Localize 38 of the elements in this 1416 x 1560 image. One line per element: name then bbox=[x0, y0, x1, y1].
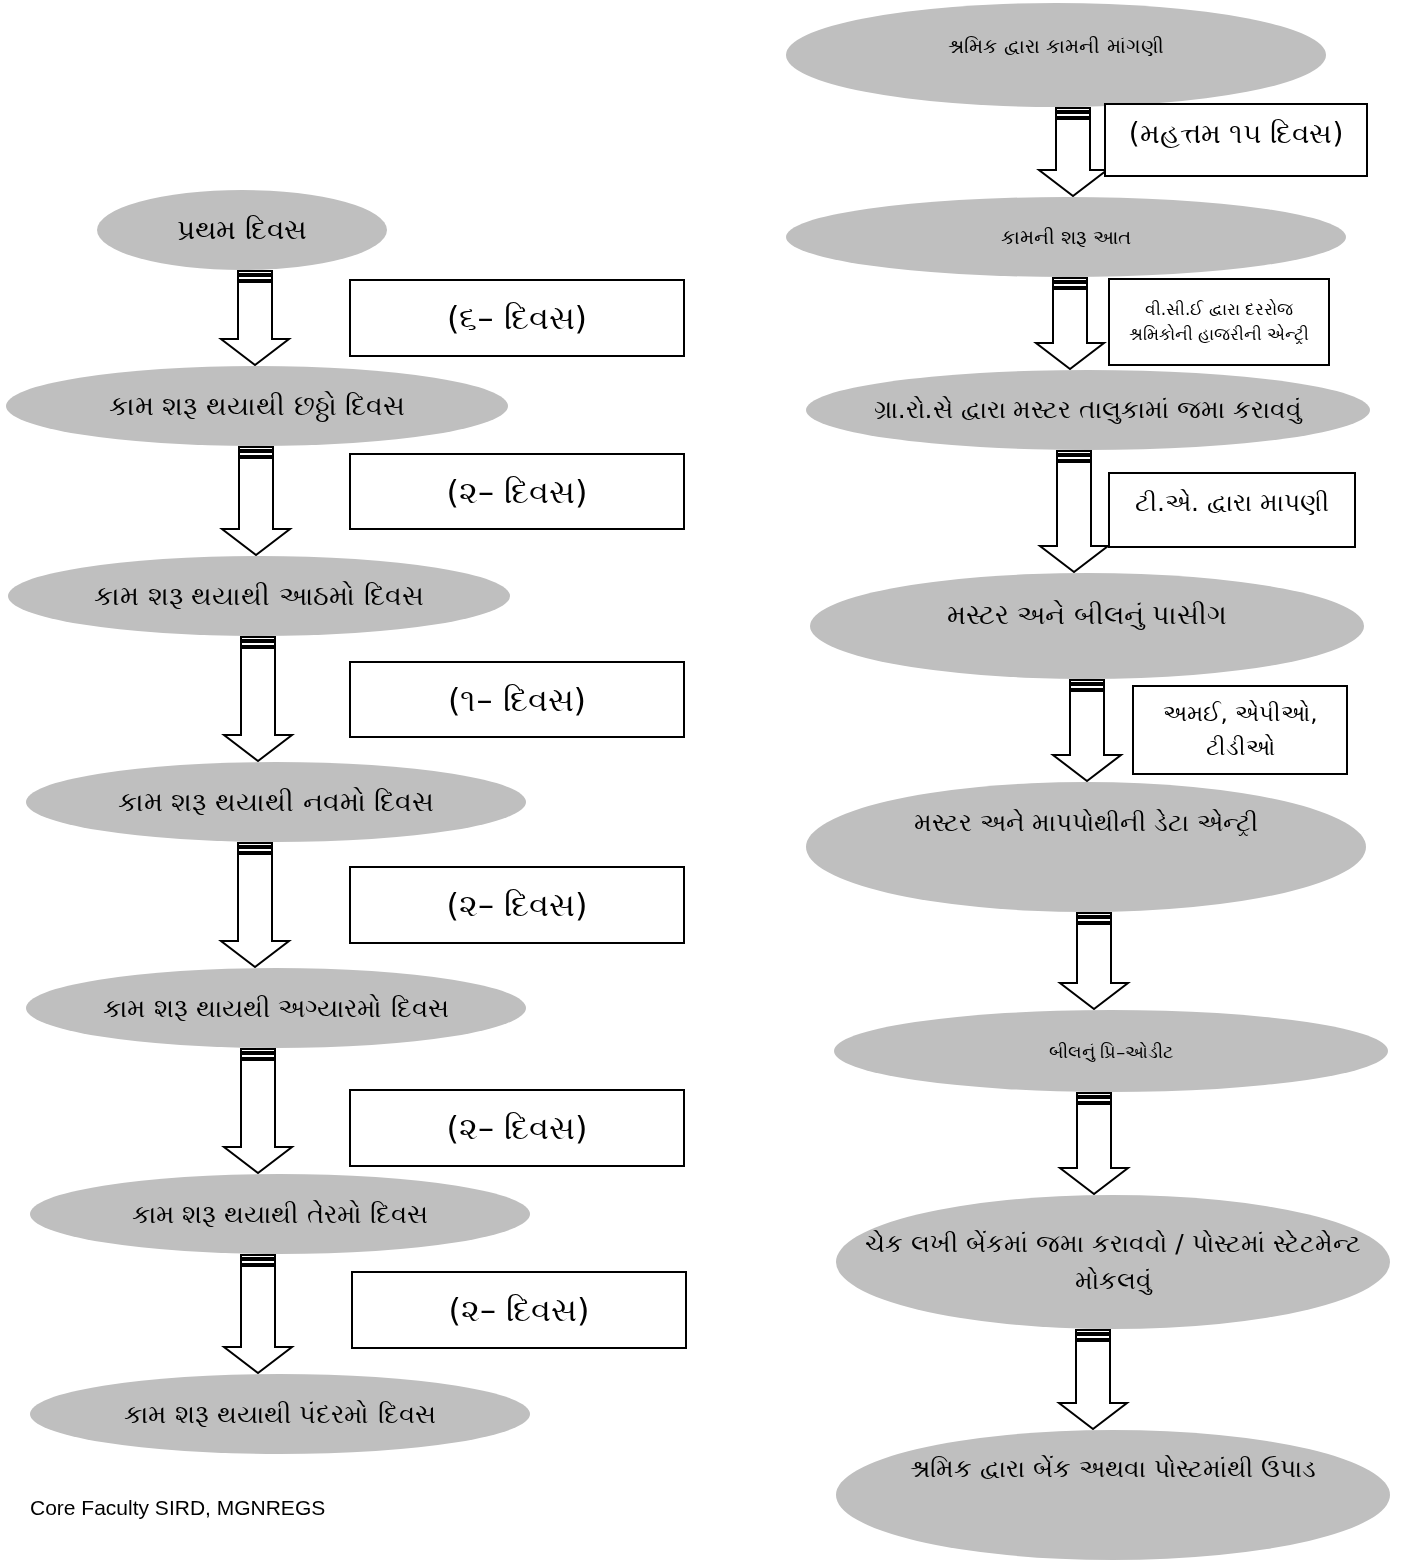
step-pill: કામ શરૂ થયાથી આઠમો દિવસ bbox=[8, 556, 510, 636]
block-arrow bbox=[1056, 1329, 1130, 1431]
footer-note: Core Faculty SIRD, MGNREGS bbox=[30, 1496, 326, 1520]
block-arrow bbox=[219, 446, 293, 557]
block-arrow bbox=[221, 1254, 295, 1375]
block-arrow bbox=[1050, 679, 1124, 783]
block-arrow bbox=[218, 270, 292, 367]
duration-box: (૬– દિવસ) bbox=[349, 279, 685, 357]
duration-box: (૨– દિવસ) bbox=[349, 1089, 685, 1167]
block-arrow bbox=[218, 842, 292, 969]
block-arrow bbox=[1057, 1092, 1131, 1196]
step-pill: કામ શરૂ થયાથી તેરમો દિવસ bbox=[30, 1174, 530, 1254]
step-pill: મસ્ટર અને માપપોથીની ડેટા એન્ટ્રી bbox=[806, 782, 1366, 912]
block-arrow bbox=[1057, 912, 1131, 1011]
step-pill: કામ શરૂ થયાથી છઠ્ઠો દિવસ bbox=[6, 366, 508, 446]
duration-box: (૨– દિવસ) bbox=[349, 866, 685, 944]
step-pill: કામની શરૂ આત bbox=[786, 197, 1346, 277]
step-pill: ચેક લખી બેંકમાં જમા કરાવવો / પોસ્ટમાં સ્ટેટમેન્ટ મોકલવું bbox=[836, 1195, 1390, 1329]
duration-box: વી.સી.ઈ દ્વારા દરરોજ શ્રમિકોની હાજરીની એન્ટ્રી bbox=[1108, 278, 1330, 366]
step-pill: બીલનું પ્રિ–ઓડીટ bbox=[834, 1010, 1388, 1092]
block-arrow bbox=[1033, 277, 1107, 371]
step-pill: પ્રથમ દિવસ bbox=[97, 190, 387, 270]
duration-box: ટી.એ. દ્વારા માપણી bbox=[1108, 472, 1356, 548]
step-pill: કામ શરૂ થાયથી અગ્યારમો દિવસ bbox=[26, 968, 526, 1048]
duration-box: (૧– દિવસ) bbox=[349, 661, 685, 738]
step-pill: કામ શરૂ થયાથી નવમો દિવસ bbox=[26, 762, 526, 842]
duration-box: (૨– દિવસ) bbox=[349, 453, 685, 530]
step-pill: ગ્રા.રો.સે દ્વારા મસ્ટર તાલુકામાં જમા કરાવવું bbox=[806, 370, 1370, 450]
duration-box: અમઈ, એપીઓ, ટીડીઓ bbox=[1132, 685, 1348, 775]
block-arrow bbox=[221, 636, 295, 763]
duration-box: (મહત્તમ ૧૫ દિવસ) bbox=[1104, 103, 1368, 177]
step-pill: મસ્ટર અને બીલનું પાસીગ bbox=[810, 573, 1364, 679]
block-arrow bbox=[1037, 450, 1111, 574]
block-arrow bbox=[221, 1048, 295, 1175]
duration-box: (૨– દિવસ) bbox=[351, 1271, 687, 1349]
step-pill: કામ શરૂ થયાથી પંદરમો દિવસ bbox=[30, 1374, 530, 1454]
step-pill: શ્રમિક દ્વારા કામની માંગણી bbox=[786, 3, 1326, 107]
step-pill: શ્રમિક દ્વારા બેંક અથવા પોસ્ટમાંથી ઉપાડ bbox=[836, 1430, 1390, 1560]
